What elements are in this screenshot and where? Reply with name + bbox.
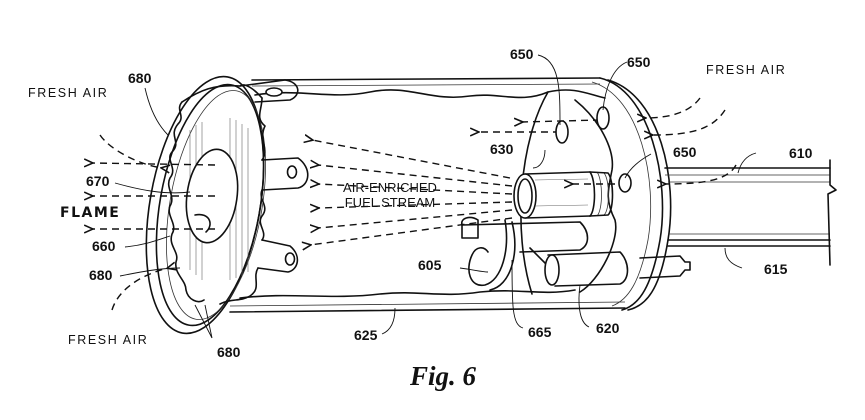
fuel-nozzle-630: [513, 171, 614, 219]
fresh-air-label-bottom-left: FRESH AIR: [68, 333, 148, 347]
ref-630: 630: [490, 141, 514, 157]
ref-620: 620: [596, 320, 620, 336]
figure-caption: Fig. 6: [409, 361, 477, 391]
ref-650-a: 650: [510, 46, 534, 62]
fresh-air-label-top-right: FRESH AIR: [706, 63, 786, 77]
ref-625: 625: [354, 327, 378, 343]
ref-610: 610: [789, 145, 813, 161]
ref-670: 670: [86, 173, 110, 189]
ref-650-b: 650: [627, 54, 651, 70]
flame-label: FLAME: [60, 205, 120, 221]
ref-665: 665: [528, 324, 552, 340]
ref-650-c: 650: [673, 144, 697, 160]
stream-label-line2: FUEL STREAM: [345, 195, 436, 210]
ref-680-top: 680: [128, 70, 152, 86]
ref-680-left: 680: [89, 267, 113, 283]
ref-680-bottom: 680: [217, 344, 241, 360]
air-enriched-fuel-stream-arrows: [310, 140, 513, 245]
flame-arrows: [92, 163, 216, 229]
stream-label-line1: AIR-ENRICHED: [343, 180, 437, 195]
leader-lines: [114, 54, 757, 339]
air-shroud-680: [145, 75, 309, 335]
air-holes-650: [555, 106, 632, 193]
fresh-air-label-top-left: FRESH AIR: [28, 86, 108, 100]
igniter-assembly: [460, 216, 691, 291]
ref-605: 605: [418, 257, 442, 273]
burner-housing-625: [229, 77, 672, 313]
ref-615: 615: [764, 261, 788, 277]
fuel-lines: [664, 159, 837, 266]
ref-660: 660: [92, 238, 116, 254]
